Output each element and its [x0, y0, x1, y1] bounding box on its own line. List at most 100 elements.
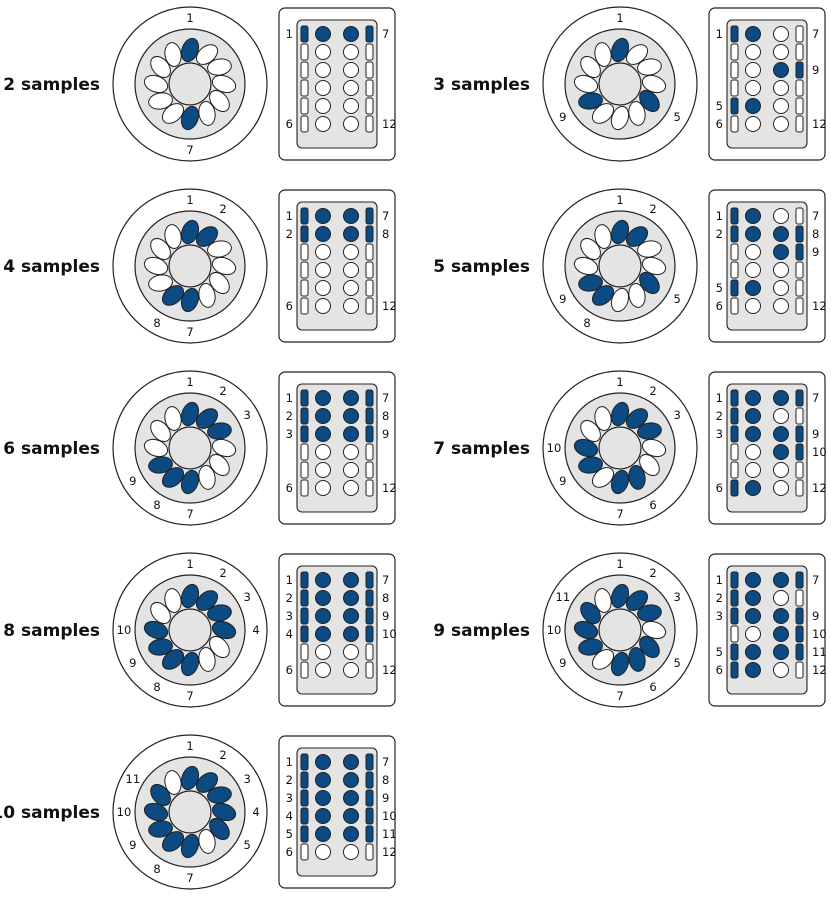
rotor-position-label: 9	[129, 656, 136, 670]
rack-slot-filled	[300, 407, 309, 425]
rack-position-label: 12	[382, 845, 397, 859]
rack-position-label: 10	[812, 627, 827, 641]
rack-well-empty	[315, 844, 331, 860]
rotor-tube-empty	[198, 283, 216, 308]
rotor-tube-filled	[195, 408, 219, 429]
rack-well-empty	[343, 644, 359, 660]
rack-position-label: 7	[812, 391, 819, 405]
rack-position-label: 6	[286, 845, 293, 859]
rotor-tube-filled	[180, 401, 200, 427]
rack-slot-empty	[730, 625, 739, 643]
rack-slot-filled	[300, 207, 309, 225]
rack-slot-empty	[730, 243, 739, 261]
rotor-tube-filled	[150, 783, 171, 807]
rack-well-filled	[343, 26, 359, 42]
rack-well-filled	[343, 626, 359, 642]
rack-slot-empty	[300, 261, 309, 279]
rotor-tube-filled	[207, 422, 232, 440]
rack-well-filled	[315, 826, 331, 842]
rack-inner	[296, 565, 378, 695]
rotor-tube-filled	[148, 820, 173, 838]
rack-well-empty	[315, 244, 331, 260]
rack-well-empty	[773, 480, 789, 496]
rotor-tube-empty	[209, 453, 230, 477]
rotor-tube-empty	[573, 256, 599, 276]
rack-position-label: 6	[286, 299, 293, 313]
rack-position-label: 4	[286, 627, 293, 641]
rotor-hub	[598, 608, 642, 652]
rack-position-label: 1	[716, 573, 723, 587]
rack-slot-empty	[730, 261, 739, 279]
rack-slot-filled	[365, 207, 374, 225]
rack-slot-filled	[300, 789, 309, 807]
rack-well-filled	[343, 754, 359, 770]
rack-slot-filled	[795, 225, 804, 243]
rotor-tube-empty	[150, 419, 171, 443]
rotor-tube-empty	[641, 74, 667, 94]
rotor-tube-empty	[610, 287, 630, 313]
rack-slot-filled	[365, 389, 374, 407]
rack-well-empty	[343, 44, 359, 60]
rack-slot-filled	[300, 625, 309, 643]
rotor-position-label: 10	[547, 623, 562, 637]
rotor-tube-filled	[639, 635, 660, 659]
rack-slot-empty	[365, 43, 374, 61]
rack-well-empty	[745, 44, 761, 60]
rack-position-label: 8	[382, 773, 389, 787]
rack-slot-filled	[300, 25, 309, 43]
rack-well-empty	[773, 662, 789, 678]
rack-slot-filled	[365, 825, 374, 843]
rotor-position-label: 7	[616, 507, 623, 521]
rack-well-empty	[773, 298, 789, 314]
rotor-tube-empty	[164, 770, 182, 795]
rack-slot-empty	[795, 479, 804, 497]
rotor-position-label: 7	[186, 689, 193, 703]
rack-inner	[726, 383, 808, 513]
rack-slot-filled	[730, 425, 739, 443]
rotor-tube-empty	[591, 649, 615, 670]
rack-slot-filled	[300, 571, 309, 589]
rack-well-filled	[343, 808, 359, 824]
rack-well-filled	[315, 226, 331, 242]
rack-well-filled	[315, 754, 331, 770]
rack-slot-filled	[730, 225, 739, 243]
rack-well-empty	[773, 262, 789, 278]
rack-well-empty	[343, 444, 359, 460]
rack-position-label: 1	[716, 209, 723, 223]
rotor-tube-filled	[180, 833, 200, 859]
rotor-hub	[168, 426, 212, 470]
rack-well-empty	[745, 626, 761, 642]
rotor-tube-filled	[639, 271, 660, 295]
rack-slot-filled	[300, 607, 309, 625]
rotor-hub	[168, 62, 212, 106]
rack-well-filled	[745, 26, 761, 42]
rotor-tube-filled	[143, 802, 169, 822]
rotor-position-label: 3	[243, 772, 250, 786]
rack-well-filled	[343, 208, 359, 224]
rack-well-filled	[343, 790, 359, 806]
rack-inner	[726, 19, 808, 149]
rack-position-label: 3	[716, 609, 723, 623]
rack-slot-empty	[795, 589, 804, 607]
rack-inner	[296, 201, 378, 331]
rotor-position-label: 8	[153, 862, 160, 876]
rotor-position-label: 1	[186, 193, 193, 207]
rack-slot-filled	[365, 407, 374, 425]
rack-slot-empty	[365, 643, 374, 661]
rack-slot-filled	[730, 643, 739, 661]
rack-position-label: 2	[716, 409, 723, 423]
rotor-tube-empty	[625, 44, 649, 65]
rack-slot-filled	[795, 61, 804, 79]
sample-count-label: 3 samples	[433, 75, 530, 95]
rotor-position-label: 2	[219, 384, 226, 398]
rack-position-label: 2	[286, 227, 293, 241]
rotor-tube-filled	[578, 92, 603, 110]
rack-position-label: 7	[382, 391, 389, 405]
rack-well-empty	[343, 298, 359, 314]
rotor-tube-empty	[628, 101, 646, 126]
